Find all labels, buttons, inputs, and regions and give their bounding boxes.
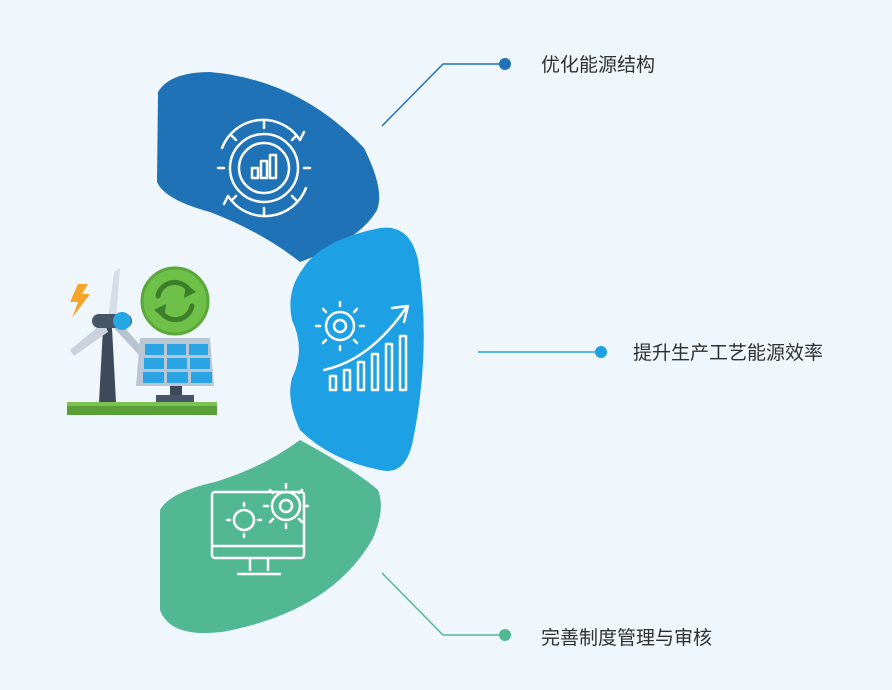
connector-middle: [478, 346, 607, 358]
segment-middle: [290, 227, 424, 471]
segment-bottom: [160, 440, 381, 634]
item-label-top: 优化能源结构: [541, 54, 656, 76]
gear-bar-chart-icon: [216, 118, 312, 218]
dot-top: [499, 58, 511, 70]
renewable-energy-icon: [67, 266, 217, 415]
item-label-bottom: 完善制度管理与审核: [541, 627, 713, 649]
dot-bottom: [499, 629, 511, 641]
monitor-gears-icon: [210, 482, 310, 576]
dot-middle: [595, 346, 607, 358]
gear-growth-chart-icon: [314, 300, 410, 392]
connector-bottom: [381, 572, 511, 641]
item-label-middle: 提升生产工艺能源效率: [633, 342, 824, 364]
connector-top: [381, 58, 511, 127]
